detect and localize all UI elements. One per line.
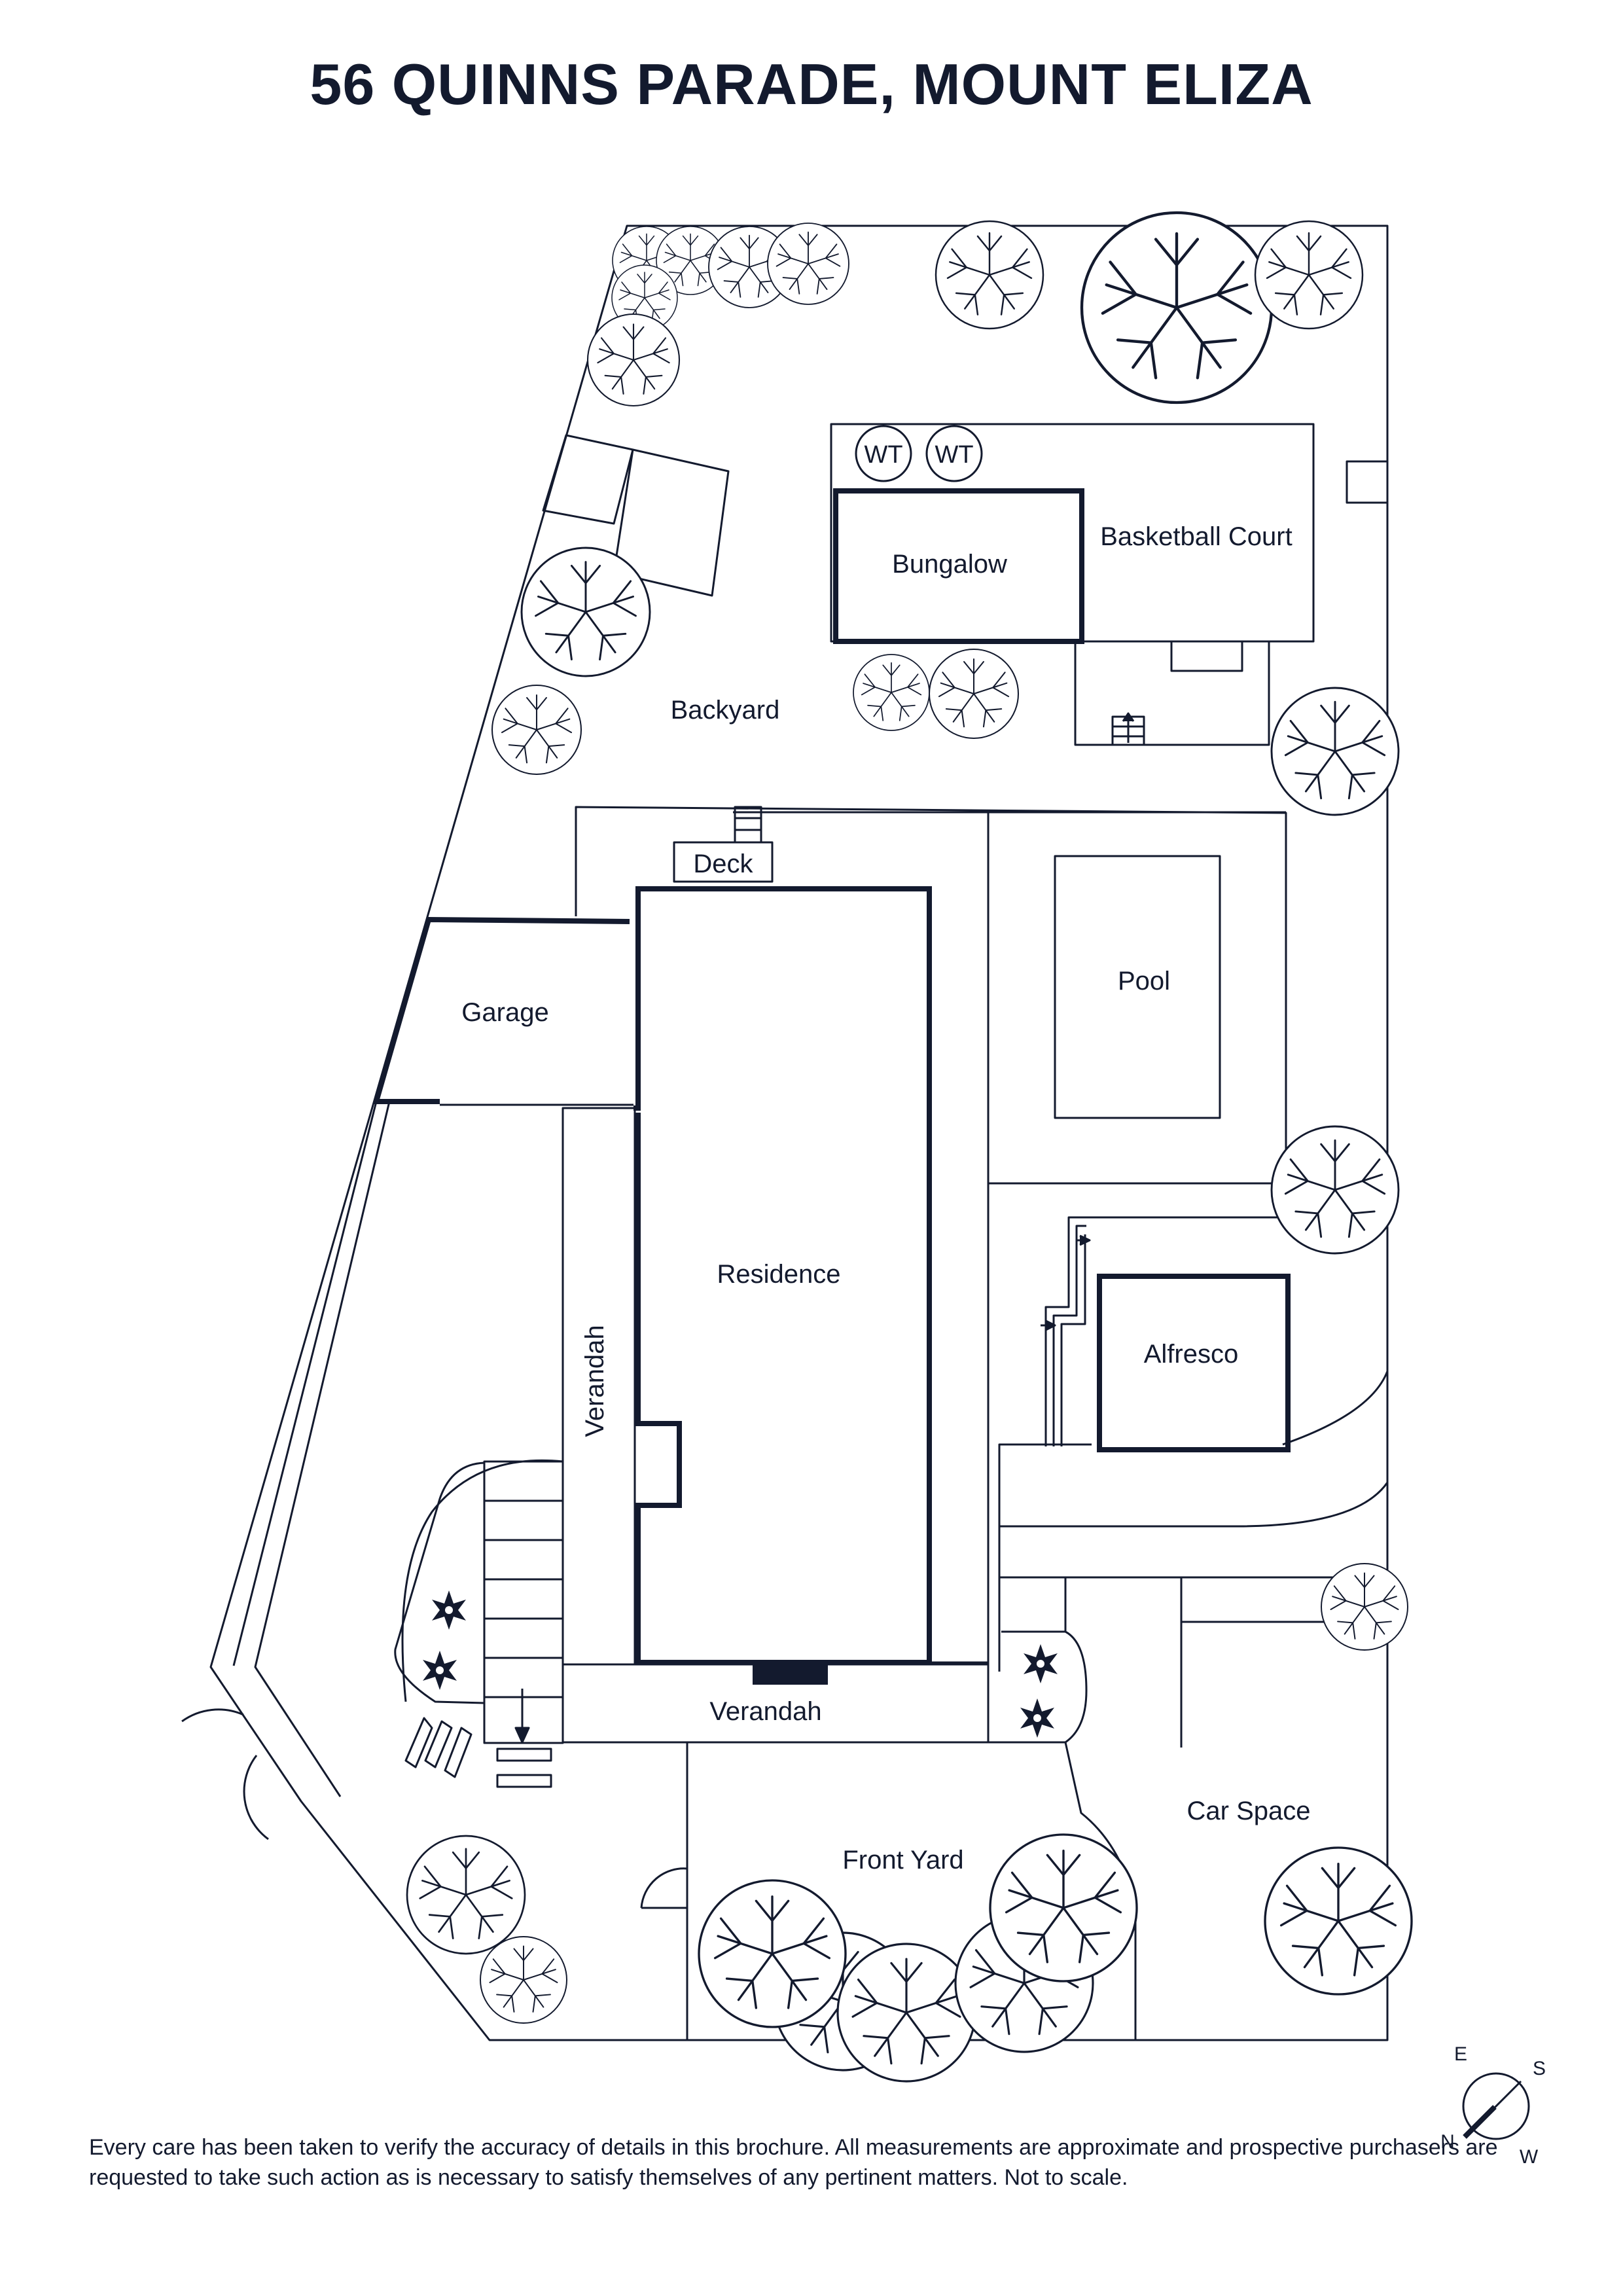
front-yard-label: Front Yard	[842, 1846, 963, 1874]
pool-label: Pool	[1118, 967, 1170, 996]
deck	[673, 841, 774, 883]
compass-west: W	[1520, 2146, 1539, 2168]
basketball-court-label: Basketball Court	[1100, 522, 1292, 551]
alfresco-label: Alfresco	[1144, 1340, 1239, 1369]
residence	[633, 886, 932, 1665]
page-title: 56 QUINNS PARADE, MOUNT ELIZA	[310, 52, 1313, 117]
alfresco	[1097, 1274, 1291, 1452]
water-tank-label: WT	[864, 441, 902, 469]
garage	[372, 916, 630, 1104]
stepping-stones	[404, 1717, 552, 1788]
garage-label: Garage	[461, 998, 548, 1027]
property-boundary	[209, 224, 1389, 2041]
pool	[1054, 855, 1221, 1119]
compass-ring	[1462, 2072, 1530, 2140]
water-tank-label: WT	[935, 441, 973, 469]
driveway-edge	[254, 1101, 391, 1797]
bungalow	[833, 488, 1084, 644]
car-space-label: Car Space	[1187, 1797, 1311, 1825]
stairs	[483, 1460, 564, 1744]
compass-needle	[1463, 2105, 1497, 2139]
backyard-label: Backyard	[671, 696, 780, 725]
verandah-side-label: Verandah	[580, 1325, 609, 1437]
verandah-front-label: Verandah	[709, 1697, 821, 1726]
residence-label: Residence	[717, 1260, 840, 1289]
compass-north: N	[1440, 2131, 1455, 2153]
compass-south: S	[1533, 2058, 1546, 2079]
compass-east: E	[1454, 2043, 1467, 2065]
compass: E S N W	[1440, 2043, 1546, 2168]
water-tanks	[855, 425, 983, 482]
bungalow-label: Bungalow	[892, 550, 1007, 579]
deck-label: Deck	[693, 850, 753, 878]
disclaimer: Every care has been taken to verify the …	[89, 2135, 1498, 2190]
